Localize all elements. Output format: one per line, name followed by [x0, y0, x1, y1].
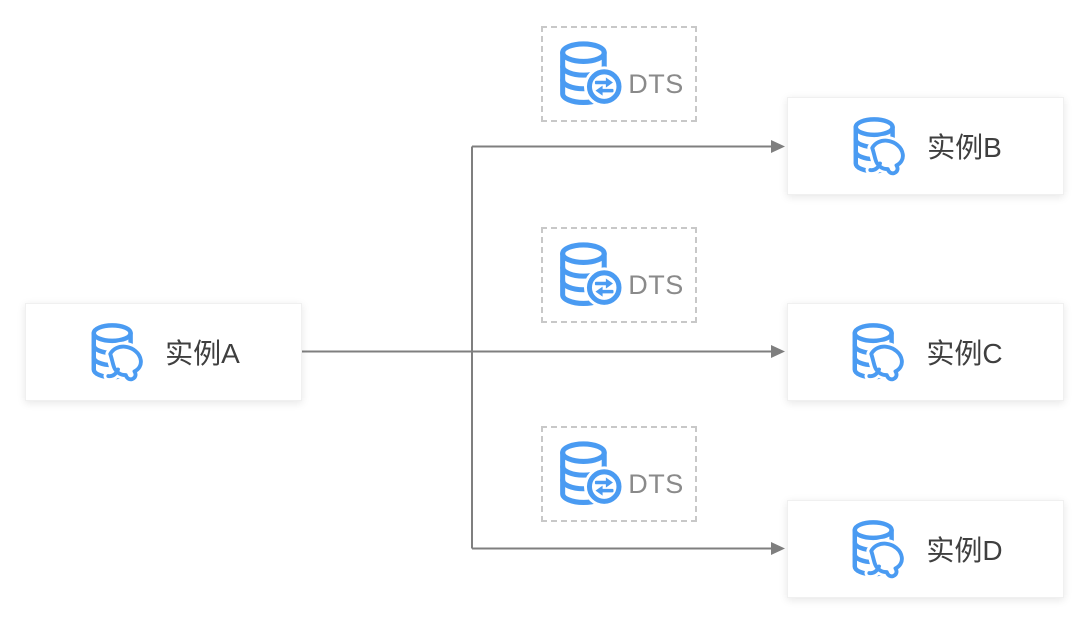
arrowhead-to-b [771, 140, 785, 153]
arrowhead-to-c [771, 345, 785, 358]
dts-label: DTS [628, 68, 684, 99]
dts-node-3: DTS [541, 426, 697, 522]
dts-node-1: DTS [541, 26, 697, 122]
dts-label: DTS [628, 269, 684, 300]
dts-transfer-icon [554, 240, 626, 310]
mysql-database-icon [87, 321, 149, 383]
source-instance-label: 实例A [165, 338, 240, 369]
dts-node-2: DTS [541, 227, 697, 323]
target-instance-node-b: 实例B [787, 97, 1064, 195]
target-instance-label: 实例B [927, 132, 1002, 163]
source-instance-node: 实例A [25, 303, 302, 401]
mysql-database-icon [848, 321, 910, 383]
dts-transfer-icon [554, 39, 626, 109]
target-instance-node-d: 实例D [787, 500, 1064, 598]
target-instance-label: 实例D [926, 535, 1003, 566]
arrowhead-to-d [771, 542, 785, 555]
dts-transfer-icon [554, 439, 626, 509]
mysql-database-icon [849, 115, 911, 177]
dts-label: DTS [628, 468, 684, 499]
target-instance-node-c: 实例C [787, 303, 1064, 401]
mysql-database-icon [848, 518, 910, 580]
target-instance-label: 实例C [926, 338, 1003, 369]
